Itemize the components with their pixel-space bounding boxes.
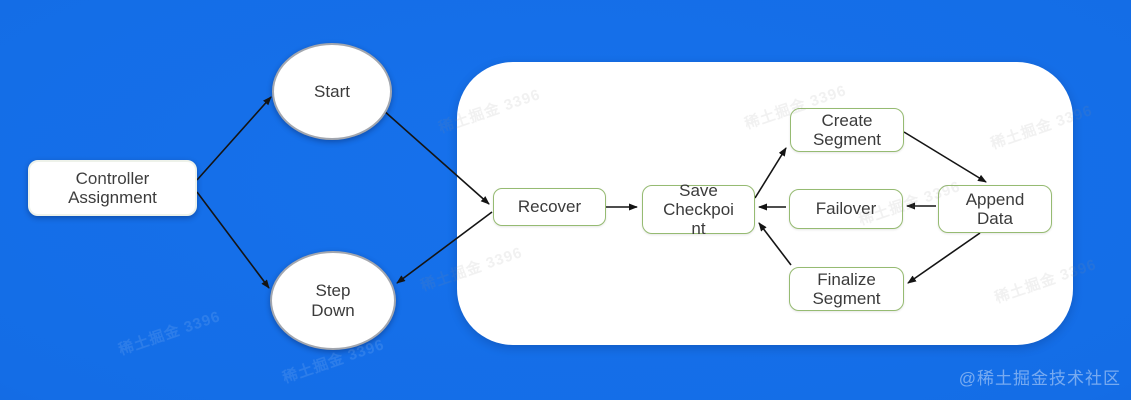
node-label: Append Data [965,189,1025,228]
node-label: Failover [815,199,877,219]
node-label: Step Down [311,281,355,320]
node-controller-assignment: Controller Assignment [28,160,197,216]
edge-controller-assignment-to-step-down [196,191,270,289]
node-label: Controller Assignment [68,168,157,207]
watermark-tile: 稀土掘金 3396 [116,308,223,359]
juejin-community-watermark: @稀土掘金技术社区 [958,369,1121,388]
edge-controller-assignment-to-start [196,96,272,181]
node-label: Create Segment [812,110,882,149]
node-failover: Failover [789,189,903,229]
node-finalize-segment: Finalize Segment [789,267,904,311]
node-save-checkpoint: Save Checkpoint [642,181,755,238]
node-label: Finalize Segment [812,269,881,308]
node-label: Recover [517,197,582,217]
node-label: Start [314,81,350,101]
node-recover: Recover [493,188,606,226]
node-label: Save Checkpoint [663,180,734,239]
node-create-segment: Create Segment [790,108,904,152]
node-append-data: Append Data [938,185,1052,233]
node-step-down: Step Down [270,251,396,350]
node-start: Start [272,43,392,140]
